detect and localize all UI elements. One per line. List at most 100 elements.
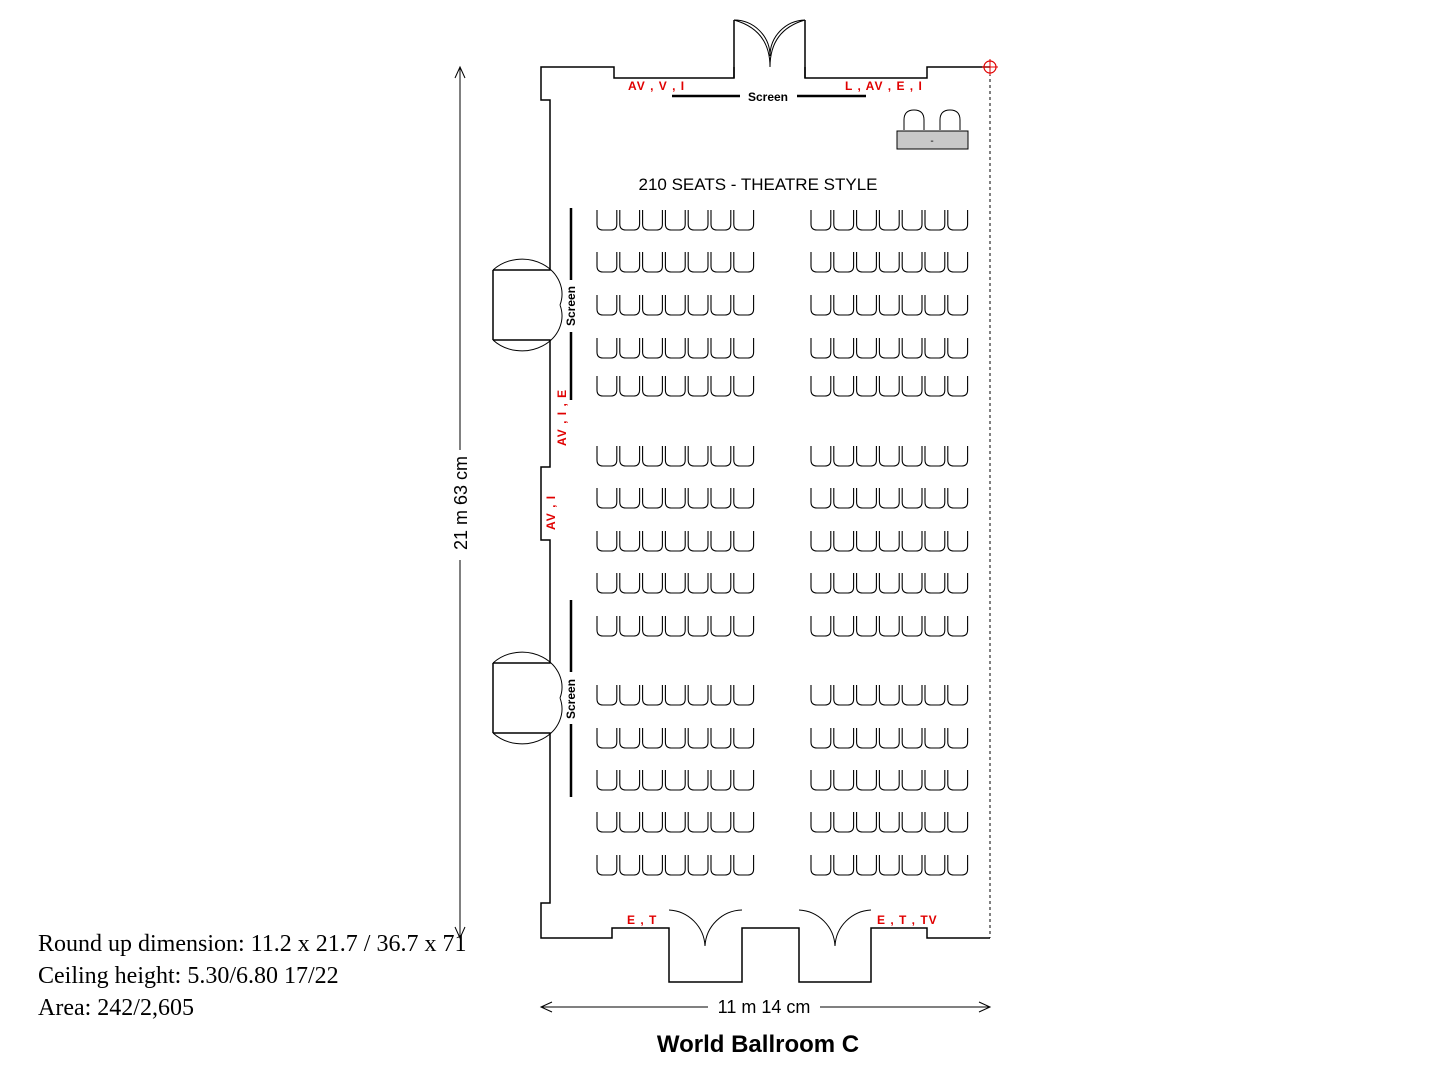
seat: [687, 446, 709, 467]
seat: [901, 295, 923, 316]
seat: [733, 531, 755, 552]
seat: [878, 295, 900, 316]
seat: [810, 728, 832, 749]
seat: [642, 210, 663, 231]
stage: -: [896, 109, 969, 150]
seat: [642, 573, 663, 594]
seat: [710, 616, 732, 637]
seat: [810, 488, 832, 509]
seat: [878, 728, 900, 749]
seat: [710, 770, 732, 791]
seat: [947, 446, 969, 467]
seat: [596, 295, 618, 316]
seat: [924, 210, 946, 231]
seat: [947, 252, 969, 273]
door-bottom-right: [798, 909, 872, 947]
seat: [878, 616, 900, 637]
seat: [687, 855, 709, 876]
seat: [619, 855, 641, 876]
outlet-top-right: L , AV , E , I: [845, 79, 923, 93]
seat: [878, 376, 900, 397]
seat: [856, 531, 877, 552]
seat: [901, 573, 923, 594]
seat: [878, 812, 900, 833]
seat: [710, 531, 732, 552]
seat: [687, 616, 709, 637]
seat: [664, 812, 686, 833]
seat: [642, 770, 663, 791]
seat: [810, 531, 832, 552]
seat: [856, 295, 877, 316]
seat: [596, 376, 618, 397]
seat: [833, 338, 855, 359]
seat: [947, 531, 969, 552]
seat: [733, 770, 755, 791]
seat: [924, 252, 946, 273]
seat: [642, 728, 663, 749]
seat: [856, 446, 877, 467]
seat: [664, 685, 686, 706]
seat: [878, 770, 900, 791]
seat: [710, 295, 732, 316]
seat: [664, 252, 686, 273]
seat: [687, 338, 709, 359]
seat: [947, 728, 969, 749]
seat: [664, 728, 686, 749]
seat: [733, 338, 755, 359]
seat: [664, 488, 686, 509]
seat: [687, 685, 709, 706]
seat: [924, 531, 946, 552]
length-dimension: 21 m 63 cm: [451, 456, 471, 550]
seat: [733, 295, 755, 316]
room-title: World Ballroom C: [657, 1031, 859, 1058]
seat: [901, 376, 923, 397]
seat: [710, 855, 732, 876]
seat: [733, 728, 755, 749]
seat: [810, 770, 832, 791]
screen-label-top: Screen: [748, 90, 788, 104]
door-bottom-left: [668, 909, 743, 947]
seat: [856, 616, 877, 637]
seat: [596, 338, 618, 359]
seat: [687, 770, 709, 791]
seat: [710, 488, 732, 509]
seat: [901, 770, 923, 791]
seat: [924, 770, 946, 791]
seat: [687, 210, 709, 231]
seat: [619, 295, 641, 316]
seat: [664, 770, 686, 791]
seat: [833, 728, 855, 749]
seat: [901, 812, 923, 833]
seat: [642, 252, 663, 273]
layout-label: 210 SEATS - THEATRE STYLE: [638, 175, 877, 194]
seat: [596, 446, 618, 467]
seat: [924, 685, 946, 706]
seat: [878, 488, 900, 509]
room-walls: [492, 20, 991, 983]
outlet-labels: AV , V , I L , AV , E , I AV , I , E AV …: [544, 79, 937, 927]
seat: [924, 728, 946, 749]
seat: [733, 616, 755, 637]
seat: [924, 488, 946, 509]
seat: [596, 531, 618, 552]
seat: [901, 446, 923, 467]
seat: [924, 295, 946, 316]
doors: [492, 19, 872, 947]
seat: [664, 855, 686, 876]
seat: [901, 855, 923, 876]
seat: [664, 531, 686, 552]
outlet-left-lower: AV , I: [544, 495, 558, 530]
seat: [901, 488, 923, 509]
seat: [947, 488, 969, 509]
seat: [687, 295, 709, 316]
seat: [619, 685, 641, 706]
seat: [924, 616, 946, 637]
seat: [810, 295, 832, 316]
seat: [619, 338, 641, 359]
seat: [596, 812, 618, 833]
seat: [901, 531, 923, 552]
seat: [596, 728, 618, 749]
seat: [947, 573, 969, 594]
seat: [878, 210, 900, 231]
